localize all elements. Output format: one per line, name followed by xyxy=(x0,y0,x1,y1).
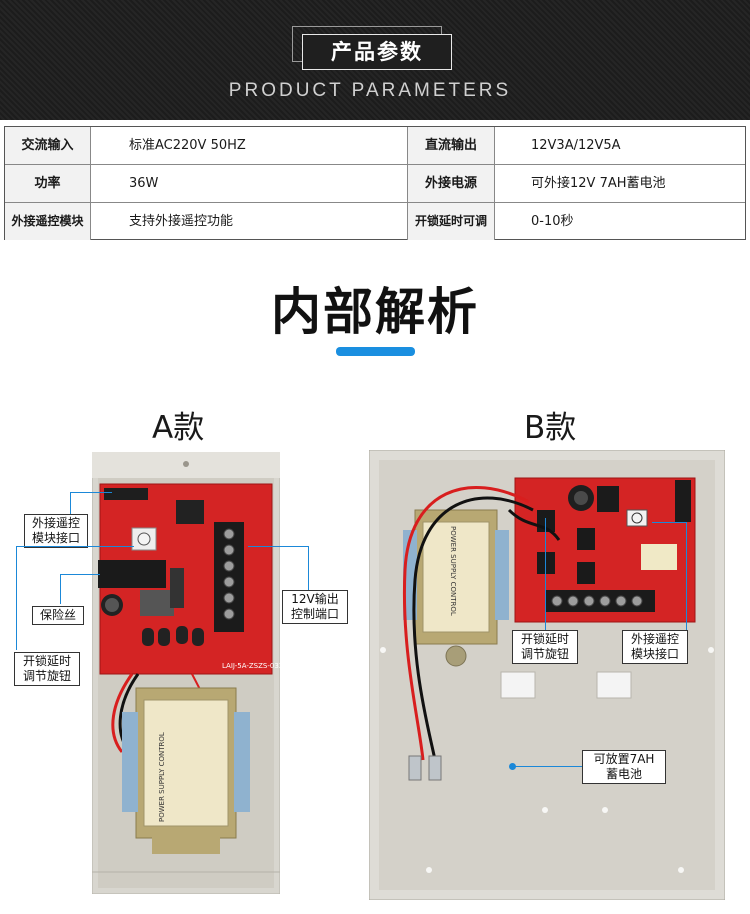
param-value: 0-10秒 xyxy=(531,214,574,229)
header-banner: 产品参数 PRODUCT PARAMETERS xyxy=(0,0,750,120)
param-value: 36W xyxy=(129,176,159,191)
callout-line xyxy=(652,522,686,523)
param-label: 外接遥控模块 xyxy=(5,203,91,240)
param-label: 交流输入 xyxy=(5,127,91,164)
callout-remote-interface-a: 外接遥控 模块接口 xyxy=(24,514,88,548)
param-value: 支持外接遥控功能 xyxy=(129,214,234,229)
callout-line xyxy=(70,492,71,520)
callout-fuse-a: 保险丝 xyxy=(32,606,84,625)
page-title: 产品参数 xyxy=(302,34,452,70)
section-underline xyxy=(336,347,415,356)
model-a-label: A款 xyxy=(152,410,205,446)
callout-battery-b: 可放置7AH 蓄电池 xyxy=(582,750,666,784)
transformer-label: POWER SUPPLY CONTROL xyxy=(449,526,457,616)
param-label: 外接电源 xyxy=(407,165,495,202)
callout-line xyxy=(545,518,546,630)
callout-line xyxy=(16,546,17,650)
callout-line xyxy=(308,546,309,590)
callout-line xyxy=(512,766,582,767)
section-title: 内部解析 xyxy=(271,283,479,341)
param-value: 可外接12V 7AH蓄电池 xyxy=(531,176,666,191)
callout-output-port-a: 12V输出 控制端口 xyxy=(282,590,348,624)
callout-line xyxy=(248,546,308,547)
param-value: 标准AC220V 50HZ xyxy=(129,138,246,153)
param-label: 功率 xyxy=(5,165,91,202)
table-row: 功率 36W 外接电源 可外接12V 7AH蓄电池 xyxy=(5,165,745,203)
transformer-label: POWER SUPPLY CONTROL xyxy=(158,732,166,822)
param-label: 开锁延时可调 xyxy=(407,203,495,240)
param-value: 12V3A/12V5A xyxy=(531,138,621,153)
callout-line xyxy=(60,574,61,604)
callout-dot xyxy=(509,763,516,770)
callout-delay-knob-a: 开锁延时 调节旋钮 xyxy=(14,652,80,686)
model-b-label: B款 xyxy=(524,410,577,446)
callout-line xyxy=(686,522,687,630)
page-subtitle: PRODUCT PARAMETERS xyxy=(228,80,512,101)
board-text: LAIJ-5A-ZSZS-0333 xyxy=(222,662,280,670)
params-table: 交流输入 标准AC220V 50HZ 直流输出 12V3A/12V5A 功率 3… xyxy=(4,126,746,240)
callout-remote-interface-b: 外接遥控 模块接口 xyxy=(622,630,688,664)
device-a-photo: LAIJ-5A-ZSZS-0333 POWER SUPPLY CONTROL xyxy=(92,452,280,894)
table-row: 外接遥控模块 支持外接遥控功能 开锁延时可调 0-10秒 xyxy=(5,203,745,241)
callout-line xyxy=(16,546,134,547)
title-frame: 产品参数 xyxy=(292,26,452,70)
param-label: 直流输出 xyxy=(407,127,495,164)
callout-delay-knob-b: 开锁延时 调节旋钮 xyxy=(512,630,578,664)
device-b-photo: POWER SUPPLY CONTROL xyxy=(369,450,725,900)
callout-line xyxy=(60,574,100,575)
callout-line xyxy=(70,492,112,493)
table-row: 交流输入 标准AC220V 50HZ 直流输出 12V3A/12V5A xyxy=(5,127,745,165)
